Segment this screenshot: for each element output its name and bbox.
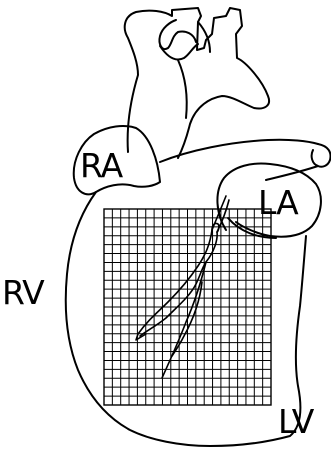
coronary-vessel	[136, 196, 229, 378]
measurement-grid	[104, 209, 271, 405]
label-left-ventricle: LV	[278, 402, 315, 441]
vessel-crease	[160, 44, 198, 60]
label-right-atrium: RA	[80, 146, 124, 185]
label-right-ventricle: RV	[2, 273, 45, 312]
great-vessels	[125, 8, 269, 158]
pulmonary-vein-stub	[266, 144, 331, 180]
label-left-atrium: LA	[258, 183, 299, 222]
heart-body-outline	[66, 192, 306, 446]
aorta-outline	[125, 8, 269, 158]
grid-lines	[104, 209, 271, 405]
vessel-trunk	[140, 232, 217, 336]
pulmonary-trunk-fold	[159, 20, 196, 49]
aortic-arch-inner	[178, 60, 187, 118]
